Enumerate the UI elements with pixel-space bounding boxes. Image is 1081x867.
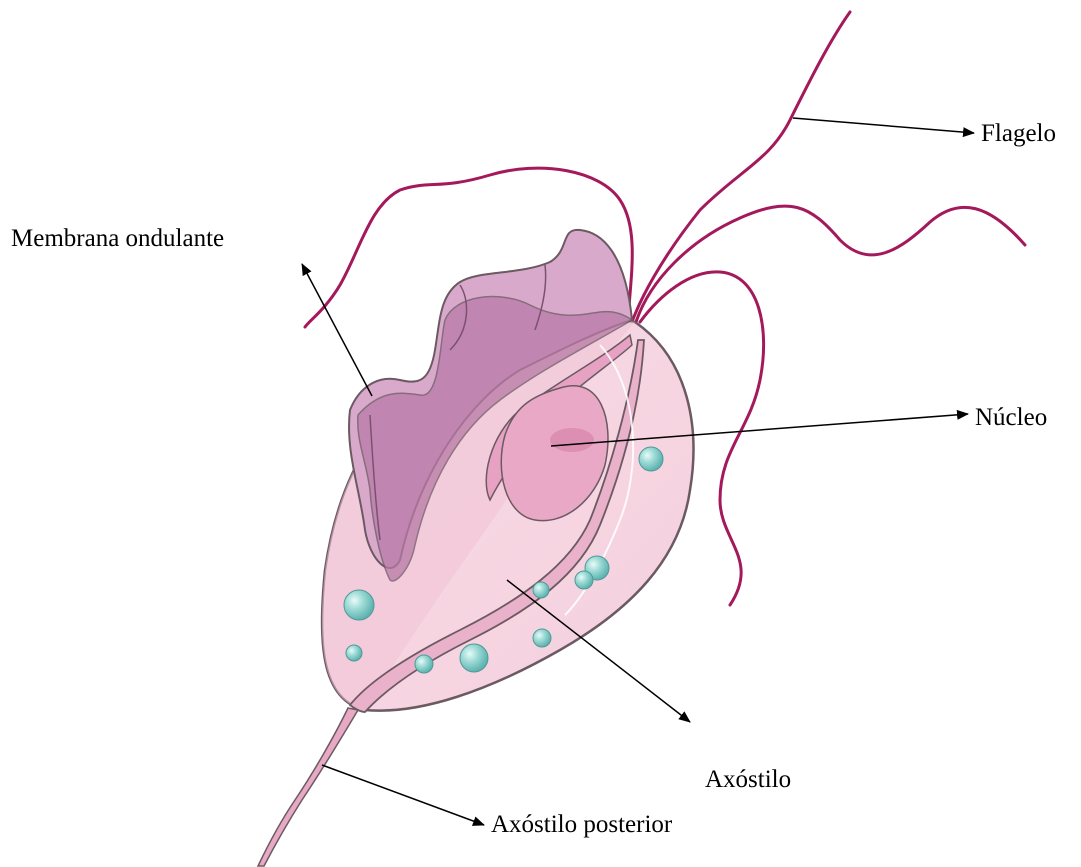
vacuole	[460, 644, 488, 672]
label-nucleo: Núcleo	[975, 405, 1047, 430]
arrow-axostilo-posterior	[322, 765, 484, 825]
vacuole	[344, 590, 374, 620]
vacuole	[415, 655, 433, 673]
axostyle-posterior	[258, 708, 358, 866]
label-axostilo-posterior: Axóstilo posterior	[491, 812, 672, 837]
nucleolus	[550, 428, 594, 452]
flagellum-1	[632, 12, 850, 322]
label-membrana-ondulante: Membrana ondulante	[11, 226, 224, 251]
label-flagelo: Flagelo	[981, 121, 1056, 146]
flagellum-2	[636, 206, 1025, 322]
vacuole	[639, 447, 663, 471]
label-axostilo: Axóstilo	[705, 767, 791, 792]
vacuole	[533, 629, 551, 647]
arrow-membrana-ondulante	[302, 264, 372, 396]
arrow-flagelo	[793, 118, 974, 133]
vacuole	[346, 645, 362, 661]
vacuole	[533, 582, 549, 598]
vacuole	[575, 571, 593, 589]
